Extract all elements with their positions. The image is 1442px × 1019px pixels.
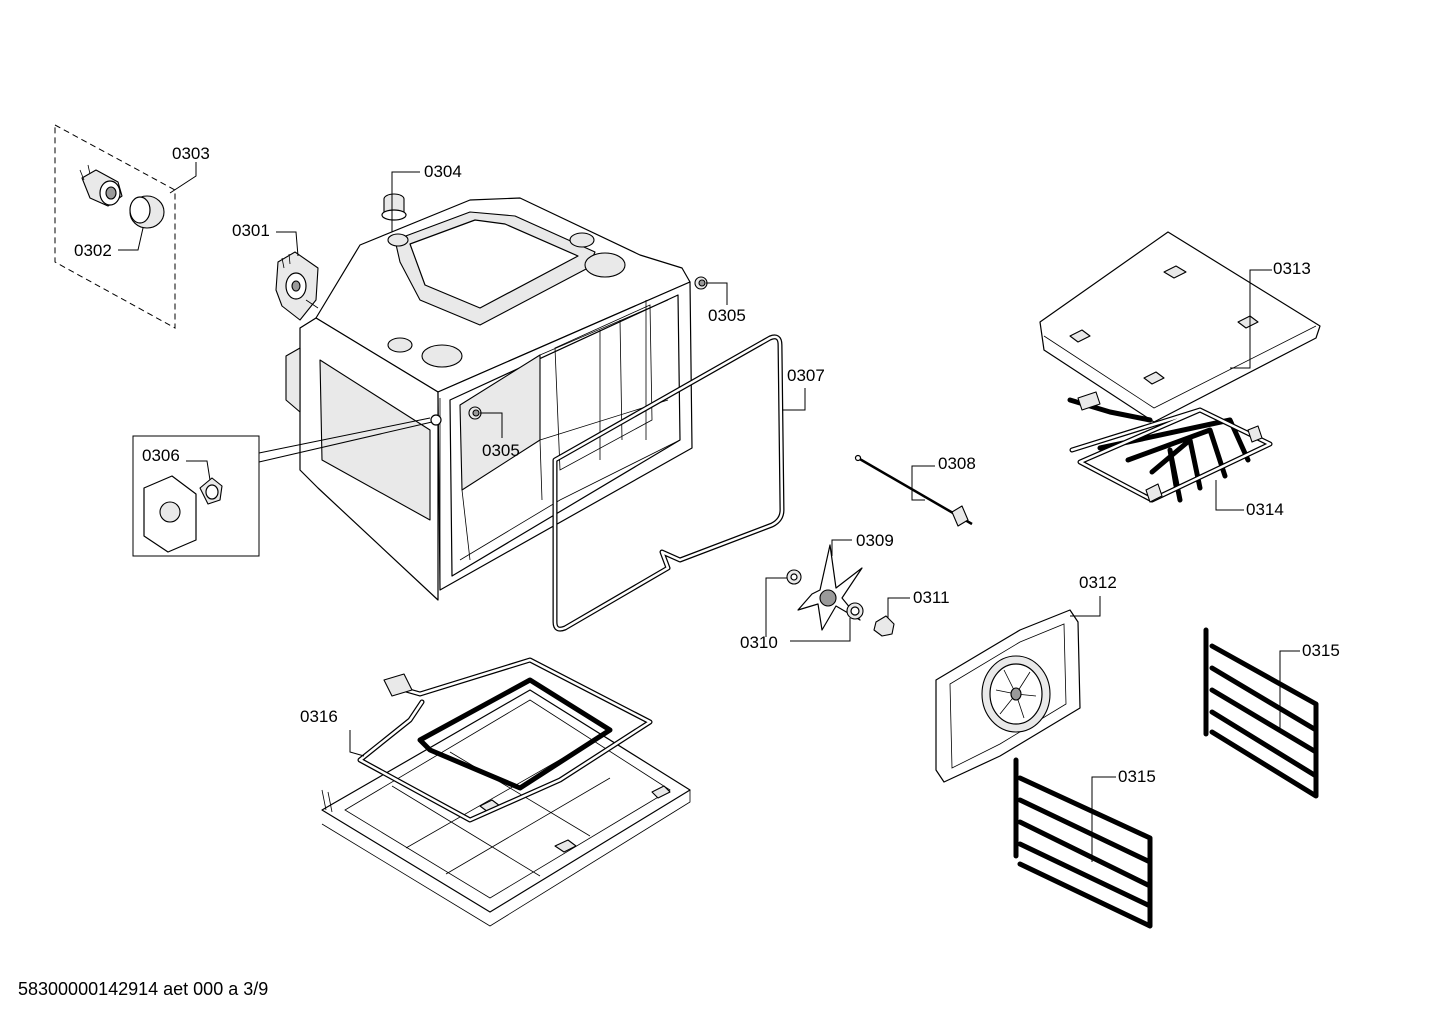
temperature-sensor-part (854, 454, 973, 527)
callout-0315-left: 0315 (1118, 767, 1156, 786)
lamp-socket-part (79, 164, 123, 207)
callout-0308: 0308 (938, 454, 976, 473)
fan-nut-part (846, 602, 864, 620)
lamp-assembly-group (54, 124, 176, 329)
door-gasket-part (552, 334, 785, 632)
callout-0307: 0307 (787, 366, 825, 385)
lamp-cover-part (129, 195, 165, 229)
rear-fan-cover-part (935, 609, 1081, 783)
connector-0304-part (381, 193, 407, 221)
callout-0310: 0310 (740, 633, 778, 652)
cap-nut-part (873, 615, 895, 637)
callout-0305-upper: 0305 (708, 306, 746, 325)
plug-0305-upper-part (694, 276, 708, 290)
oven-cavity (285, 197, 693, 601)
callout-0314: 0314 (1246, 500, 1284, 519)
callout-0302: 0302 (74, 241, 112, 260)
callout-0313: 0313 (1273, 259, 1311, 278)
callout-0305-lower: 0305 (482, 441, 520, 460)
inset-0306 (132, 414, 442, 557)
cooling-fan-motor-part (275, 251, 319, 321)
washer-part (786, 569, 802, 585)
plug-0305-lower-part (468, 406, 482, 420)
top-heating-element-part (1067, 391, 1273, 503)
callout-0304: 0304 (424, 162, 462, 181)
callout-0315-right: 0315 (1302, 641, 1340, 660)
top-cover-plate-part (1039, 231, 1321, 423)
callout-0311: 0311 (913, 588, 950, 607)
drawing-reference-code: 58300000142914 aet 000 a 3/9 (18, 979, 269, 999)
callout-0316: 0316 (300, 707, 338, 726)
callout-0312: 0312 (1079, 573, 1117, 592)
side-rack-left-part (1013, 757, 1153, 929)
callout-0309: 0309 (856, 531, 894, 550)
callout-0301: 0301 (232, 221, 270, 240)
bottom-heating-element-part (321, 657, 691, 927)
side-rack-right-part (1203, 627, 1319, 799)
callout-0303: 0303 (172, 144, 210, 163)
callout-0306: 0306 (142, 446, 180, 465)
